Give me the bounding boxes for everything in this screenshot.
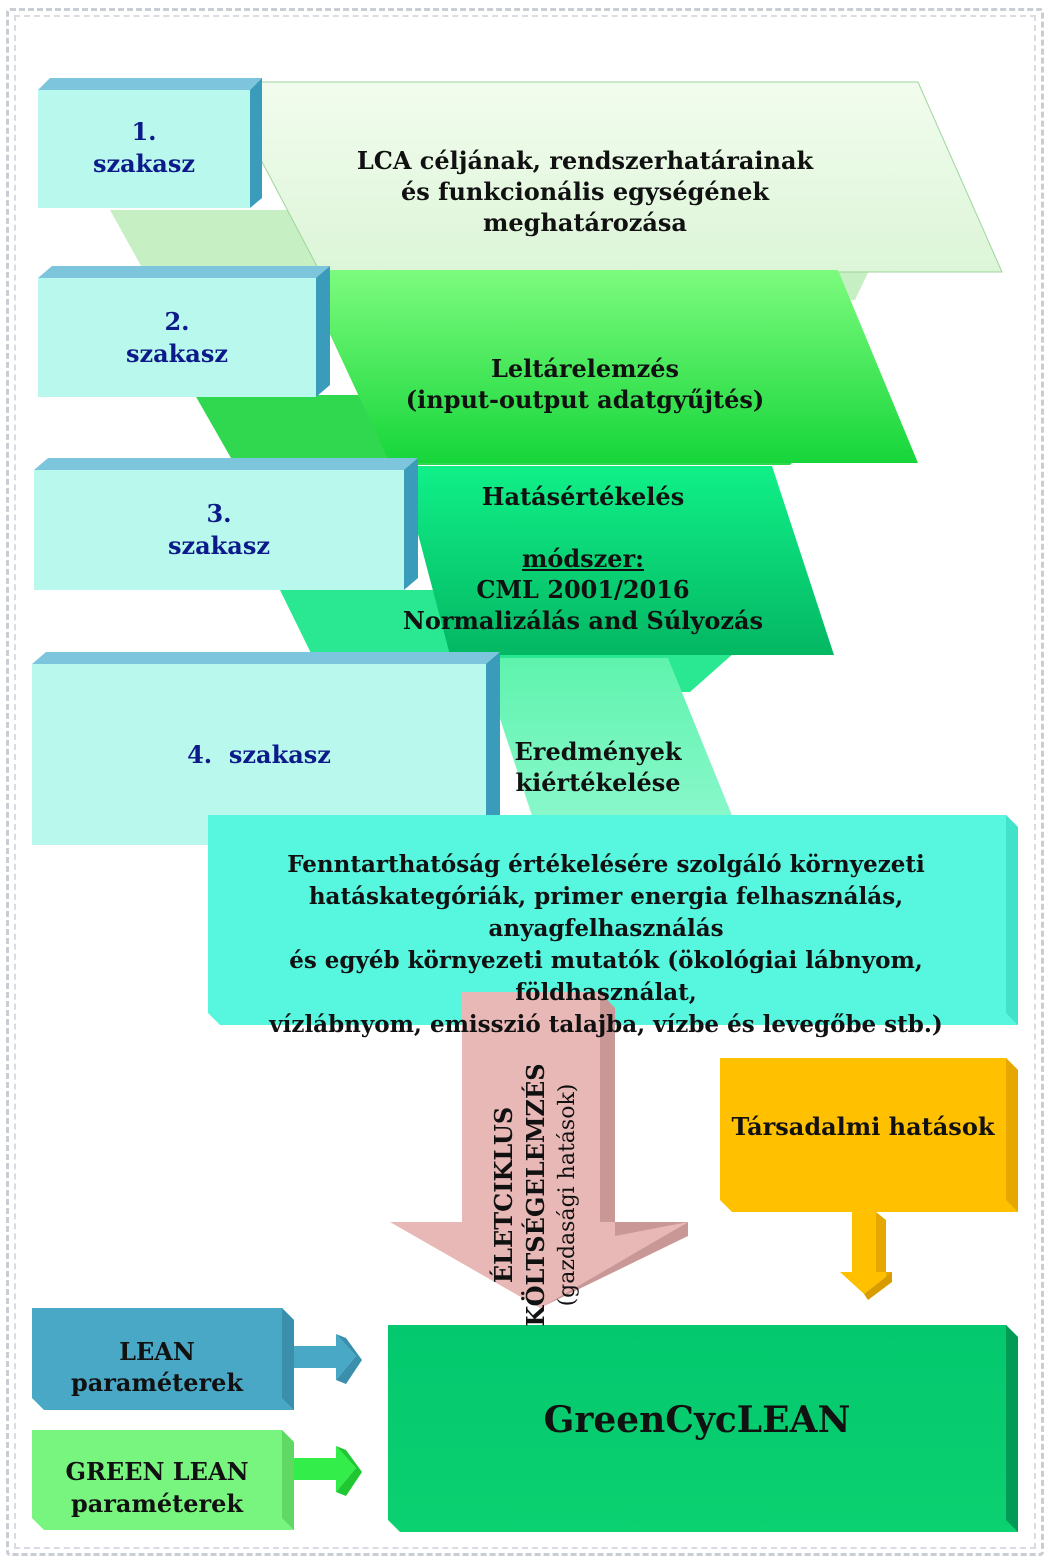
stage-2-title-line-1: Leltárelemzés	[490, 354, 679, 383]
stage-4-heading: 4. szakasz	[32, 739, 486, 771]
band-stage-4	[480, 658, 742, 840]
stage-box-4	[32, 652, 500, 845]
sustainability-box	[208, 815, 1018, 1025]
social-arrow	[840, 1212, 892, 1300]
stage-3-method-line-1: CML 2001/2016	[476, 575, 690, 604]
stage-box-2	[38, 266, 330, 397]
result-label: GreenCycLEAN	[543, 1399, 851, 1441]
outer-frame	[6, 8, 1044, 1556]
lean-box	[32, 1308, 294, 1410]
lcc-text-line-1: ÉLETCIKLUS	[489, 1106, 518, 1284]
band-stage-2	[195, 270, 918, 465]
sustainability-line-4: vízlábnyom, emisszió talajba, vízbe és l…	[269, 1011, 943, 1038]
result-box	[388, 1325, 1018, 1532]
lcc-text-line-3: (gazdasági hatások)	[555, 1083, 580, 1307]
stage-4-number: 4.	[187, 740, 213, 769]
lcc-arrow	[390, 992, 688, 1308]
lcc-text-line-2: KÖLTSÉGELEMZÉS	[521, 1063, 550, 1327]
stage-1-title-line-1: LCA céljának, rendszerhatárainak	[356, 146, 814, 175]
green-lean-box	[32, 1430, 294, 1530]
stage-2-number: 2.	[164, 307, 190, 336]
sustainability-text: Fenntarthatóság értékelésére szolgáló kö…	[208, 849, 1004, 1041]
sustainability-line-3: és egyéb környezeti mutatók (ökológiai l…	[289, 947, 923, 1006]
stage-3-method-line-2: Normalizálás and Súlyozás	[402, 606, 764, 635]
stage-3-method-label: módszer:	[521, 544, 645, 573]
lcc-text: ÉLETCIKLUS KÖLTSÉGELEMZÉS (gazdasági hat…	[488, 1050, 590, 1340]
green-lean-line-1: GREEN LEAN	[65, 1457, 249, 1486]
inner-frame	[14, 15, 1036, 1549]
stage-4-title-line-2: kiértékelése	[515, 768, 681, 797]
stage-3-spacer	[400, 512, 766, 543]
stage-1-title-line-2: és funkcionális egységének meghatározása	[400, 177, 769, 237]
stage-3-title-line: Hatásértékelés	[481, 482, 685, 511]
sustainability-line-2: hatáskategóriák, primer energia felhaszn…	[308, 883, 904, 942]
stage-3-title: Hatásértékelés módszer: CML 2001/2016 No…	[400, 481, 766, 636]
stage-2-title-line-2: (input-output adatgyűjtés)	[405, 385, 765, 414]
stage-4-label: szakasz	[228, 740, 331, 769]
stage-2-title: Leltárelemzés (input-output adatgyűjtés)	[380, 353, 790, 415]
band-1-face	[219, 81, 1003, 273]
stage-box-3	[34, 458, 418, 590]
stage-1-title: LCA céljának, rendszerhatárainak és funk…	[300, 145, 870, 238]
green-lean-label: GREEN LEAN paraméterek	[32, 1456, 282, 1520]
lean-arrow	[294, 1334, 362, 1384]
stage-2-label: szakasz	[125, 339, 228, 368]
band-2-face	[300, 270, 918, 463]
social-box	[720, 1058, 1018, 1212]
stage-4-title: Eredmények kiértékelése	[500, 736, 696, 798]
band-3-face	[400, 466, 834, 655]
stage-box-1	[38, 78, 262, 208]
stage-3-number: 3.	[206, 499, 232, 528]
stage-1-label: szakasz	[92, 149, 195, 178]
stage-4-title-line-1: Eredmények	[514, 737, 682, 766]
sustainability-line-1: Fenntarthatóság értékelésére szolgáló kö…	[287, 851, 925, 878]
green-lean-line-2: paraméterek	[70, 1489, 244, 1518]
stage-1-number: 1.	[131, 117, 157, 146]
band-4-face	[480, 658, 742, 840]
lean-label: LEAN paraméterek	[70, 1337, 244, 1397]
green-lean-arrow	[294, 1446, 362, 1496]
social-label: Társadalmi hatások	[731, 1112, 995, 1141]
stage-3-label: szakasz	[167, 531, 270, 560]
